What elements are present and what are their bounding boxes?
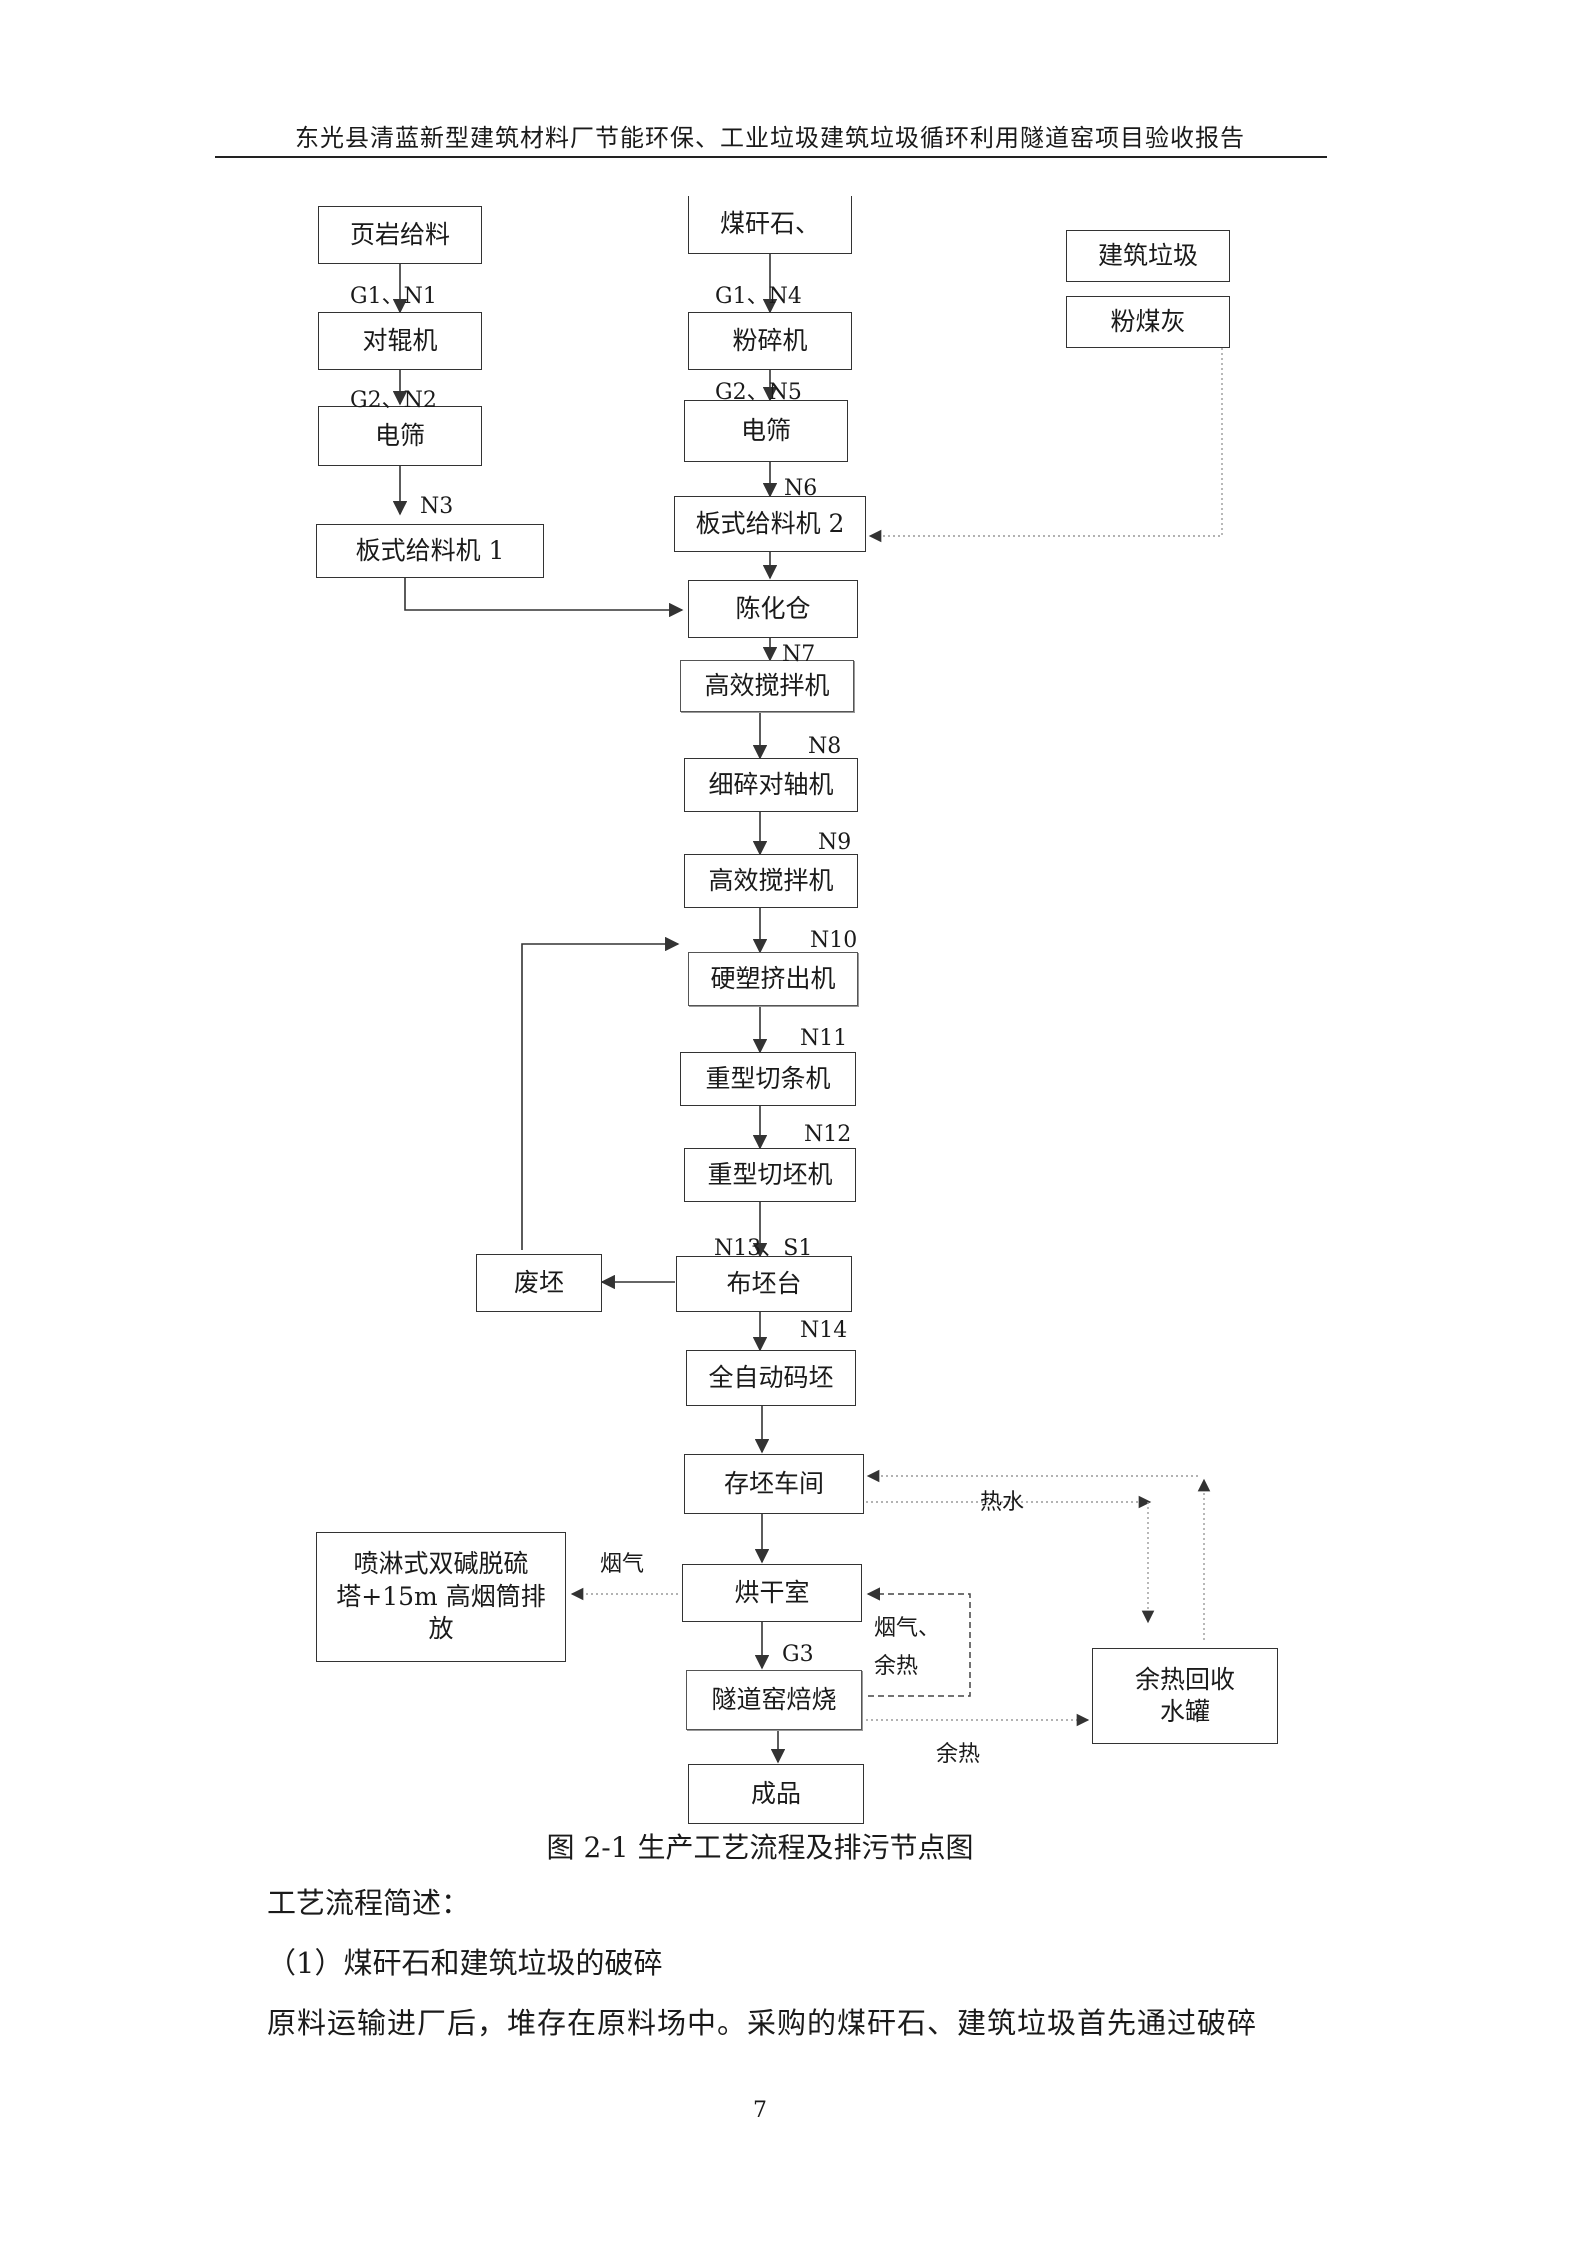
page-header: 东光县清蓝新型建筑材料厂节能环保、工业垃圾建筑垃圾循环利用隧道窑项目验收报告 (295, 124, 1245, 152)
section-heading: 工艺流程简述： (267, 1886, 471, 1920)
box-mixer-1: 高效搅拌机 (680, 660, 854, 712)
box-extruder: 硬塑挤出机 (688, 952, 858, 1006)
label-n14: N14 (800, 1318, 848, 1343)
box-strip-cutter: 重型切条机 (680, 1052, 856, 1106)
box-storage-workshop: 存坯车间 (684, 1454, 864, 1514)
label-n7: N7 (782, 642, 816, 667)
box-aging-bin: 陈化仓 (688, 580, 858, 638)
label-n13-s1: N13、S1 (714, 1236, 813, 1261)
label-flue-gas-heat-1: 烟气、 (874, 1616, 941, 1641)
box-fine-crusher: 细碎对轴机 (684, 758, 858, 812)
box-plate-feeder-2: 板式给料机 2 (674, 496, 866, 552)
label-n9: N9 (818, 830, 852, 855)
label-g1-n1: G1、N1 (350, 284, 437, 309)
box-desulfurization: 喷淋式双碱脱硫 塔+15m 高烟筒排 放 (316, 1532, 566, 1662)
box-fly-ash: 粉煤灰 (1066, 296, 1230, 348)
label-g2-n2: G2、N2 (350, 388, 437, 413)
box-blank-table: 布坯台 (676, 1256, 852, 1312)
desulfurization-line-2: 塔+15m 高烟筒排 (336, 1581, 546, 1611)
box-coal-gangue: 煤矸石、 (688, 196, 852, 254)
page-number: 7 (753, 2098, 767, 2123)
label-flue-gas: 烟气 (600, 1552, 645, 1577)
box-shale-feed: 页岩给料 (318, 206, 482, 264)
box-tunnel-kiln: 隧道窑焙烧 (686, 1670, 862, 1730)
label-n8: N8 (808, 734, 842, 759)
label-g2-n5: G2、N5 (715, 380, 802, 405)
label-n10: N10 (810, 928, 858, 953)
box-waste-blank: 废坯 (476, 1254, 602, 1312)
box-screen-right: 电筛 (684, 400, 848, 462)
label-hot-water: 热水 (980, 1490, 1025, 1515)
box-auto-stacker: 全自动码坯 (686, 1350, 856, 1406)
box-construction-waste: 建筑垃圾 (1066, 230, 1230, 282)
figure-caption: 图 2-1 生产工艺流程及排污节点图 (546, 1831, 974, 1864)
box-dryer: 烘干室 (682, 1564, 862, 1622)
label-n11: N11 (800, 1026, 848, 1051)
label-n6: N6 (784, 476, 818, 501)
label-n12: N12 (804, 1122, 852, 1147)
label-n3: N3 (420, 494, 454, 519)
box-mixer-2: 高效搅拌机 (684, 854, 858, 908)
arrow-kiln-heat-to-dryer (866, 1587, 971, 1697)
box-crusher: 粉碎机 (688, 312, 852, 370)
label-waste-heat: 余热 (936, 1742, 981, 1767)
desulfurization-line-1: 喷淋式双碱脱硫 (353, 1549, 529, 1579)
label-g1-n4: G1、N4 (715, 284, 802, 309)
heat-recovery-line-1: 余热回收 (1134, 1664, 1235, 1694)
arrow-waste-return-to-extruder (521, 936, 680, 1250)
header-rule (215, 156, 1327, 158)
box-heat-recovery-tank: 余热回收 水罐 (1092, 1648, 1278, 1744)
paragraph-1: 原料运输进厂后，堆存在原料场中。采购的煤矸石、建筑垃圾首先通过破碎 (267, 2006, 1258, 2040)
box-plate-feeder-1: 板式给料机 1 (316, 524, 544, 578)
box-screen-left: 电筛 (318, 406, 482, 466)
box-blank-cutter: 重型切坯机 (684, 1148, 856, 1202)
arrow-feeder1-to-aging (404, 578, 684, 618)
desulfurization-line-3: 放 (428, 1614, 454, 1644)
box-roller-mill: 对辊机 (318, 312, 482, 370)
label-flue-gas-heat-2: 余热 (874, 1654, 919, 1679)
arrow-waste-materials-to-feeder2 (868, 348, 1223, 543)
subsection-title: （1）煤矸石和建筑垃圾的破碎 (267, 1946, 663, 1980)
heat-recovery-line-2: 水罐 (1159, 1697, 1210, 1726)
label-g3: G3 (782, 1642, 814, 1667)
box-product: 成品 (688, 1764, 864, 1824)
